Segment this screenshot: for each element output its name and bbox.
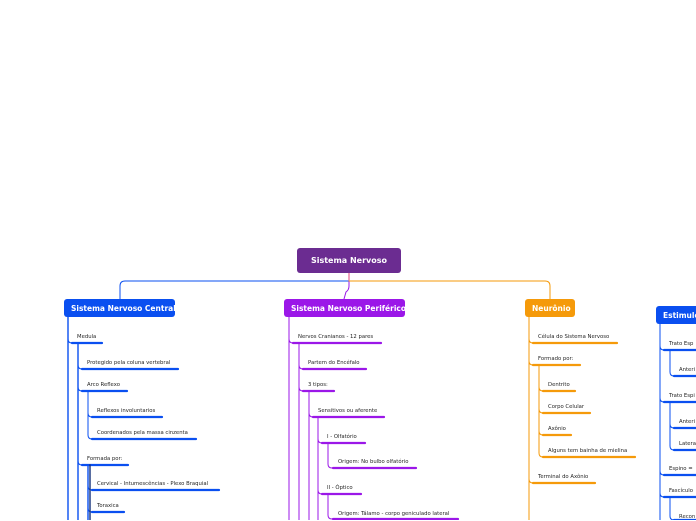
topic-label: Estimulo (663, 310, 696, 320)
snp-l5a-connector-0 (327, 442, 333, 469)
subtopic-anteri-1[interactable]: Anteri (679, 367, 695, 373)
topic-sistema-nervoso-periferico[interactable]: Sistema Nervoso Periférico (284, 299, 405, 317)
topic-label: Neurônio (532, 303, 571, 313)
root-to-neuronio (348, 280, 551, 300)
subtopic-dentrito[interactable]: Dentrito (548, 382, 570, 388)
subtopic-trato-espi-2[interactable]: Trato Espi (669, 393, 695, 399)
topic-neuronio[interactable]: Neurônio (525, 299, 575, 317)
neu-l2-connector-2 (538, 364, 544, 436)
est-l1-connector-0 (659, 323, 665, 351)
subtopic-reflexos-involuntarios[interactable]: Reflexos involuntarios (97, 408, 156, 414)
snp-l5b-connector-0 (327, 493, 333, 520)
subtopic-formada-por[interactable]: Formada por: (87, 456, 123, 462)
snp-l4-connector-1 (317, 416, 323, 495)
snp-l2-connector-0 (298, 342, 304, 370)
subtopic-origem-talamo[interactable]: Origem: Tálamo - corpo geniculado latera… (338, 511, 450, 517)
root-to-snp (343, 280, 350, 300)
subtopic-formado-por[interactable]: Formado por: (538, 356, 574, 362)
subtopic-trato-esp-1[interactable]: Trato Esp (669, 341, 694, 347)
est-l2b-connector-0 (669, 401, 675, 429)
subtopic-cervical[interactable]: Cervical - Intumescências - Plexo Braqui… (97, 481, 209, 487)
subtopic-optico[interactable]: II - Óptico (327, 485, 353, 491)
subtopic-coordenados[interactable]: Coordenados pela massa cinzenta (97, 430, 188, 436)
subtopic-3-tipos[interactable]: 3 tipos: (308, 382, 328, 388)
topic-sistema-nervoso-central[interactable]: Sistema Nervoso Central (64, 299, 175, 317)
subtopic-latera[interactable]: Latera (679, 441, 696, 447)
neu-l2-connector-0 (538, 364, 544, 392)
est-l1-connector-1 (659, 323, 665, 403)
topic-label: Sistema Nervoso Central (71, 303, 175, 313)
snp-l4-connector-0 (317, 416, 323, 444)
topic-label: Sistema Nervoso Periférico (291, 303, 405, 313)
subtopic-arco-reflexo[interactable]: Arco Reflexo (87, 382, 120, 388)
subtopic-terminal-axonio[interactable]: Terminal do Axônio (538, 474, 589, 480)
subtopic-axonio[interactable]: Axônio (548, 426, 566, 432)
subtopic-bainha-mielina[interactable]: Alguns tem bainha de mielina (548, 448, 628, 454)
neu-l1-connector-0 (528, 316, 534, 344)
topic-estimulo[interactable]: Estimulo (656, 306, 696, 324)
snp-l3-connector-0 (308, 390, 314, 418)
subtopic-toraxica[interactable]: Toraxica (97, 503, 119, 509)
subtopic-espino[interactable]: Espino = (669, 466, 693, 472)
subtopic-sensitivos[interactable]: Sensitivos ou aferente (318, 408, 378, 414)
root-to-snc (119, 280, 350, 300)
subtopic-celula[interactable]: Célula do Sistema Nervoso (538, 334, 610, 340)
snc-l3a-connector-0 (87, 390, 93, 418)
subtopic-anteri-2[interactable]: Anteri (679, 419, 695, 425)
root-topic[interactable]: Sistema Nervoso (297, 248, 401, 273)
subtopic-protegido[interactable]: Protegido pela coluna vertebral (87, 360, 171, 366)
snp-l1-connector-0 (288, 316, 294, 344)
subtopic-medula[interactable]: Medula (77, 334, 97, 340)
est-l2a-connector-0 (669, 349, 675, 377)
subtopic-partem-encefalo[interactable]: Partem do Encéfalo (308, 360, 360, 366)
root-topic-label: Sistema Nervoso (310, 256, 388, 265)
subtopic-nervos-cranianos[interactable]: Nervos Cranianos - 12 pares (298, 334, 374, 340)
subtopic-olfatorio[interactable]: I - Olfatório (327, 434, 357, 440)
subtopic-fasciculo[interactable]: Fascículo (669, 488, 693, 494)
est-l2c-connector-0 (669, 496, 675, 520)
subtopic-origem-bulbo[interactable]: Origem: No bulbo olfatório (338, 459, 409, 465)
subtopic-corpo-celular[interactable]: Corpo Celular (548, 404, 585, 410)
subtopic-recon[interactable]: Recon (679, 514, 696, 520)
